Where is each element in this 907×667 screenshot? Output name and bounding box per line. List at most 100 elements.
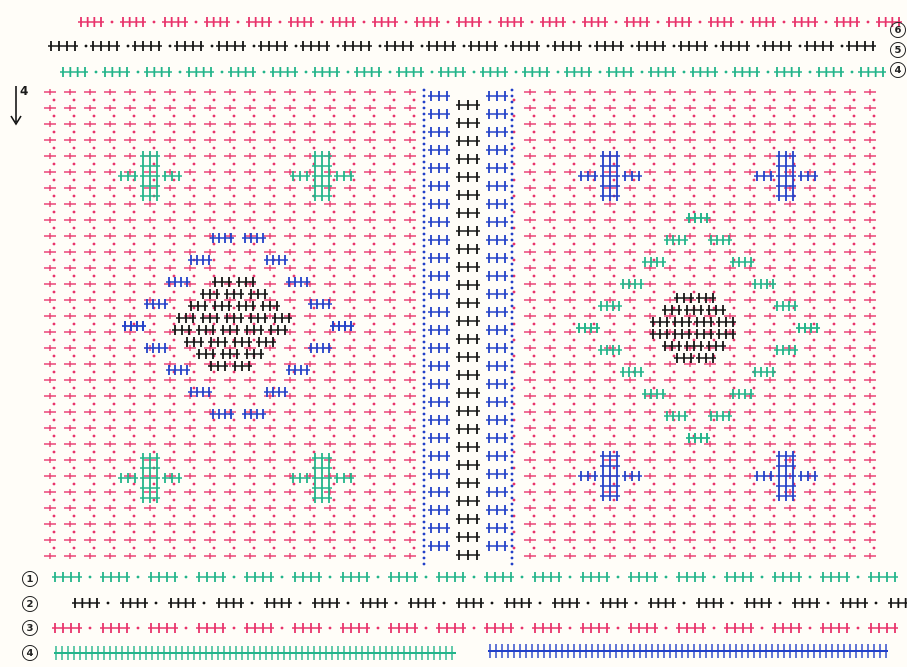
stitch-dot	[653, 419, 656, 422]
stitch-dot	[693, 323, 696, 326]
stitch-dot	[733, 435, 736, 438]
green-cross	[290, 171, 310, 181]
stitch-dot	[133, 275, 136, 278]
stitch-dot	[173, 99, 176, 102]
row-marker-bottom-3: 3	[22, 620, 38, 636]
stitch-dot	[313, 435, 316, 438]
stitch-dot	[73, 451, 76, 454]
stitch-dot	[693, 115, 696, 118]
stitch-dot	[373, 179, 376, 182]
column-stitch-black	[456, 136, 480, 146]
stitch-dot	[511, 257, 514, 260]
stitch-dot	[573, 547, 576, 550]
stitch-dot	[313, 339, 316, 342]
stitch-dot	[753, 339, 756, 342]
stitch-dot	[133, 531, 136, 534]
stitch-dot	[557, 71, 560, 74]
stitch-dot	[313, 531, 316, 534]
stitch-dot	[673, 387, 676, 390]
stitch-dot	[511, 197, 514, 200]
stitch-dot	[773, 531, 776, 534]
stitch-dot	[53, 211, 56, 214]
stitch-dot	[153, 291, 156, 294]
column-stitch-blue	[486, 505, 508, 515]
column-stitch-black	[456, 226, 480, 236]
stitch-dot	[633, 467, 636, 470]
stitch-dot	[473, 576, 476, 579]
stitch-dot	[793, 515, 796, 518]
stitch-dot	[569, 627, 572, 630]
stitch-dot	[773, 467, 776, 470]
stitch-dot	[413, 131, 416, 134]
stitch-dot	[193, 435, 196, 438]
stitch-dot	[253, 515, 256, 518]
stitch-dot	[423, 353, 426, 356]
stitch-dot	[93, 163, 96, 166]
stitch-dot	[533, 307, 536, 310]
stitch-dot	[773, 419, 776, 422]
stitch-dot	[813, 227, 816, 230]
stitch-dot	[53, 483, 56, 486]
stitch-dot	[773, 211, 776, 214]
stitch-dot	[511, 365, 514, 368]
stitch-dot	[533, 531, 536, 534]
stitch-dot	[673, 467, 676, 470]
stitch-dot	[513, 387, 516, 390]
stitch-dot	[373, 355, 376, 358]
right-diamond-inner-stitch	[716, 329, 736, 339]
stitch-dot	[111, 21, 114, 24]
stitch-dot	[53, 435, 56, 438]
border-stitch	[804, 41, 834, 51]
stitch-dot	[321, 21, 324, 24]
blue-cross	[776, 481, 796, 491]
stitch-dot	[133, 243, 136, 246]
stitch-dot	[713, 179, 716, 182]
stitch-dot	[513, 403, 516, 406]
stitch-dot	[753, 195, 756, 198]
stitch-dot	[333, 163, 336, 166]
stitch-dot	[813, 483, 816, 486]
stitch-dot	[173, 115, 176, 118]
stitch-dot	[423, 317, 426, 320]
stitch-dot	[773, 323, 776, 326]
stitch-dot	[213, 163, 216, 166]
stitch-dot	[133, 323, 136, 326]
stitch-dot	[193, 499, 196, 502]
stitch-dot	[153, 419, 156, 422]
stitch-dot	[333, 259, 336, 262]
stitch-dot	[423, 545, 426, 548]
stitch-dot	[113, 547, 116, 550]
stitch-dot	[653, 211, 656, 214]
stitch-dot	[813, 99, 816, 102]
left-diamond-outer-stitch	[166, 277, 190, 287]
stitch-dot	[113, 483, 116, 486]
border-stitch	[858, 67, 886, 77]
stitch-dot	[733, 163, 736, 166]
stitch-dot	[533, 291, 536, 294]
stitch-dot	[213, 451, 216, 454]
stitch-dot	[423, 149, 426, 152]
stitch-dot	[53, 339, 56, 342]
stitch-dot	[93, 211, 96, 214]
stitch-dot	[213, 531, 216, 534]
left-diamond-inner-stitch	[188, 301, 208, 311]
border-stitch	[292, 572, 322, 582]
stitch-dot	[333, 291, 336, 294]
stitch-dot	[93, 499, 96, 502]
stitch-dot	[793, 547, 796, 550]
stitch-dot	[113, 371, 116, 374]
border-stitch	[600, 598, 628, 608]
stitch-dot	[653, 99, 656, 102]
border-stitch	[148, 623, 178, 633]
stitch-dot	[193, 451, 196, 454]
stitch-dot	[713, 147, 716, 150]
stitch-dot	[833, 115, 836, 118]
stitch-dot	[773, 451, 776, 454]
stitch-dot	[93, 307, 96, 310]
stitch-dot	[613, 131, 616, 134]
stitch-dot	[511, 413, 514, 416]
stitch-dot	[853, 179, 856, 182]
stitch-dot	[293, 227, 296, 230]
stitch-dot	[753, 291, 756, 294]
stitch-dot	[853, 387, 856, 390]
